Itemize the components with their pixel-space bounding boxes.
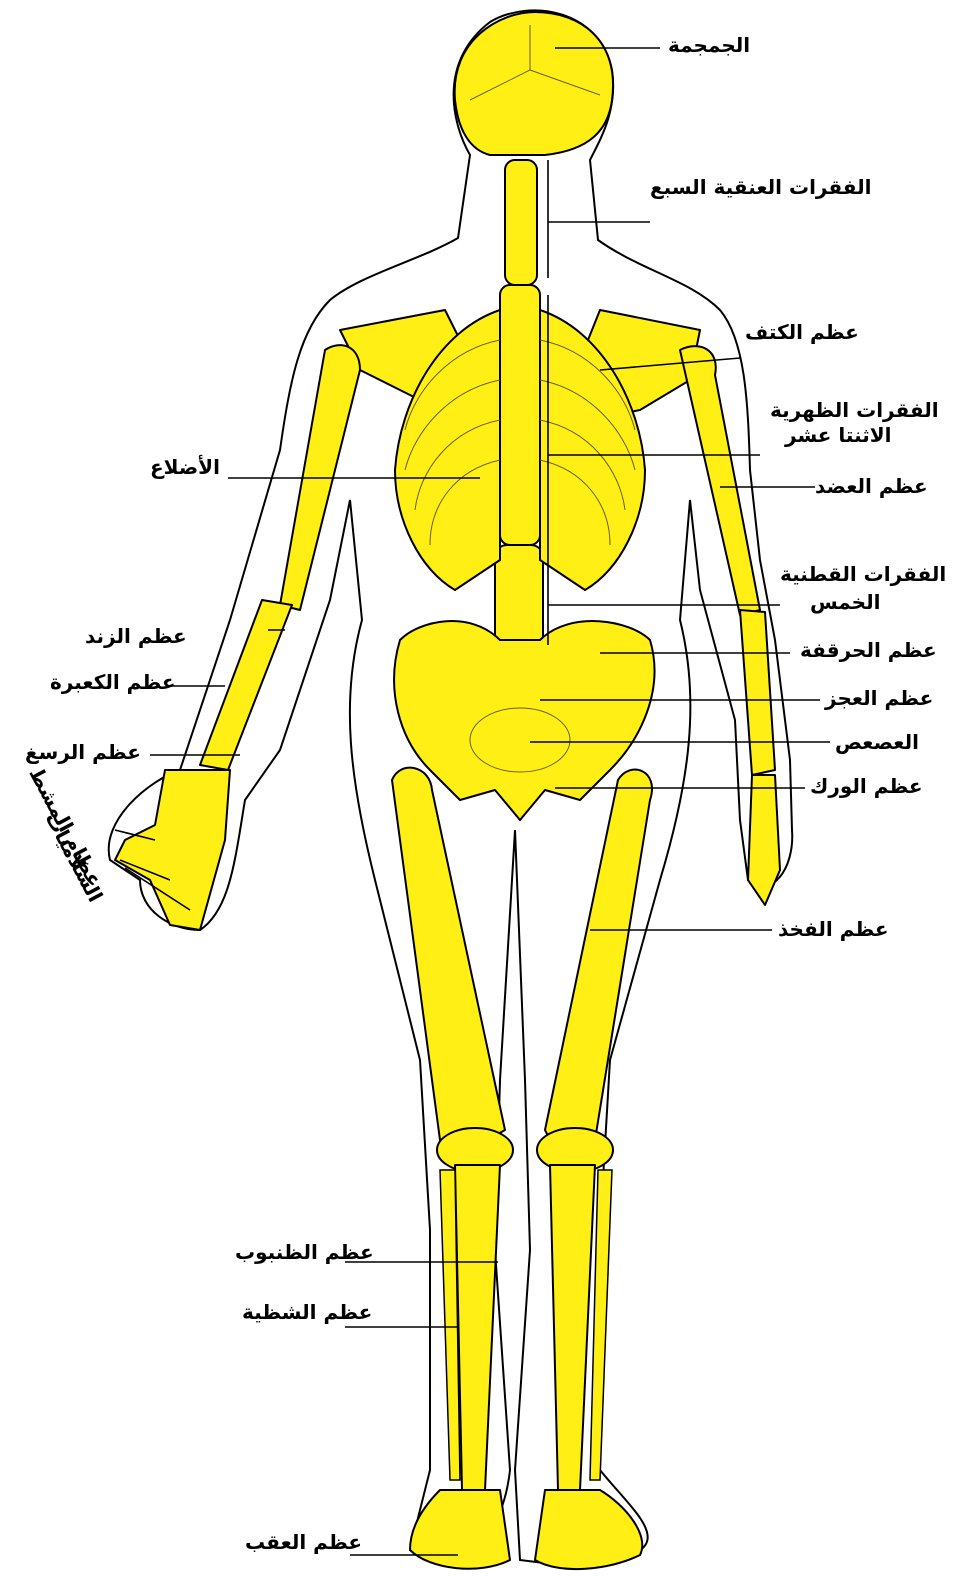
right-forearm-shape	[740, 610, 775, 775]
right-hand-shape	[748, 775, 780, 905]
left-forearm-shape	[200, 600, 292, 770]
right-humerus-shape	[680, 346, 760, 615]
right-femur-shape	[545, 770, 652, 1150]
left-hand-shape	[115, 770, 230, 930]
lumbar-vertebrae-shape	[495, 545, 543, 650]
label-ulna: عظم الزند	[85, 624, 187, 648]
right-tibia-shape	[550, 1165, 595, 1490]
label-femur: عظم الفخذ	[778, 917, 889, 941]
label-fibula: عظم الشظية	[242, 1300, 372, 1324]
label-tibia: عظم الظنبوب	[235, 1240, 374, 1264]
cervical-vertebrae-shape	[505, 160, 537, 285]
label-scapula: عظم الكتف	[745, 320, 859, 344]
left-femur-shape	[392, 768, 505, 1150]
label-sacrum: عظم العجز	[825, 686, 933, 710]
label-lumbar-line1: الفقرات القطنية	[780, 562, 946, 586]
label-lumbar-line2: الخمس	[810, 590, 880, 614]
label-coccyx: العصعص	[835, 730, 919, 754]
label-calcaneus: عظم العقب	[245, 1530, 362, 1554]
label-ilium: عظم الحرقفة	[800, 638, 937, 662]
label-radius: عظم الكعبرة	[50, 670, 176, 694]
label-skull: الجمجمة	[668, 33, 750, 57]
label-hip: عظم الورك	[810, 774, 923, 798]
left-tibia-shape	[455, 1165, 500, 1490]
thoracic-vertebrae-shape	[500, 285, 540, 545]
label-ribs: الأضلاع	[150, 455, 220, 479]
label-thoracic-line2: الاثنتا عشر	[785, 423, 892, 447]
label-humerus: عظم العضد	[815, 474, 928, 498]
label-thoracic-line1: الفقرات الظهرية	[770, 398, 939, 422]
label-carpals: عظم الرسغ	[25, 740, 141, 764]
left-foot-shape	[410, 1490, 510, 1569]
label-cervical: الفقرات العنقية السبع	[650, 175, 872, 199]
